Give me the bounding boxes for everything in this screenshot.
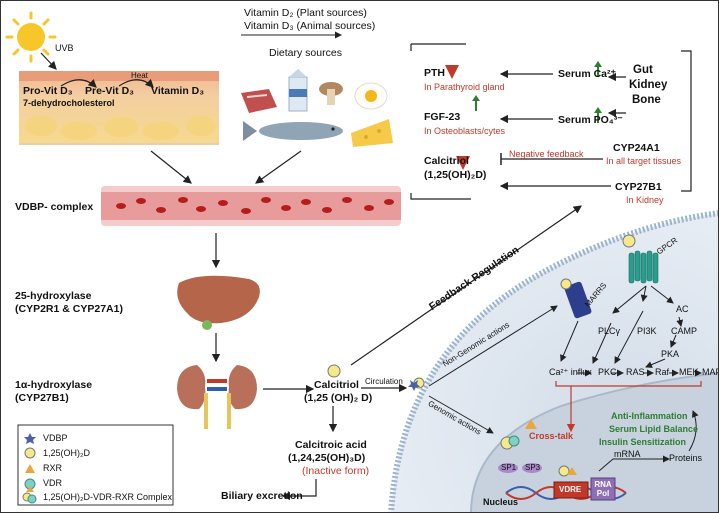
mushroom-icon [319,82,343,105]
calcitriol-formula: (1,25 (OH)₂ D) [304,392,373,404]
legend-complex: 1,25(OH)₂D-VDR-RXR Complex [43,492,173,502]
pka-label: PKA [661,349,680,359]
meat-icon [241,89,277,113]
biliary-excretion-label: Biliary excretion [221,490,303,502]
egg-icon [354,82,388,110]
effect-insulin: Insulin Sensitization [599,437,687,447]
vdbp-complex-label: VDBP- complex [15,201,94,213]
skin-layer [19,71,219,145]
cascade-ca-influx: Ca²⁺ influx [549,367,592,377]
legend-rxr: RXR [43,463,63,473]
marrs-receptor-icon [564,281,592,319]
inactive-form-label: (Inactive form) [302,465,370,477]
legend-vdbp: VDBP [43,433,68,443]
feedback-calcitriol-label: Calcitriol [424,155,469,167]
legend-box [17,424,174,506]
cyp24a1-label: CYP24A1 [613,142,660,154]
milk-icon [288,69,308,112]
gpcr-receptor-icon [628,250,659,284]
legend-calcitriol: 1,25(OH)₂D [43,448,91,458]
circulation-label: Circulation [365,377,403,386]
fgf23-label: FGF-23 [424,111,461,123]
provit-label: Pro-Vit D₃ [23,85,73,97]
fish-icon [243,121,343,141]
dehydro-label: 7-dehydrocholesterol [23,98,115,108]
hydroxylase1a-line1: 1α-hydroxylase [15,379,93,391]
ac-label: AC [676,304,689,314]
feedback-calcitriol-formula: (1,25(OH)₂D) [424,169,487,181]
plc-label: PLCγ [598,326,621,336]
pth-site-label: In Parathyroid gland [424,82,505,92]
rna-pol-box [590,477,616,501]
negative-feedback-label: Negative feedback [509,149,584,159]
sp1-oval [498,463,518,473]
vdre-box [553,481,589,499]
cyp27b1-label: CYP27B1 [615,181,662,193]
kidneys-icon [177,365,257,429]
calcitroic-formula: (1,24,25(OH)₃D) [288,452,366,464]
calcitriol-molecule-icon [327,364,341,378]
bone-label: Bone [632,94,661,106]
serum-po4-label: Serum PO₄³⁻ [558,114,623,126]
sp1-label: SP1 [501,463,517,472]
proteins-label: Proteins [669,453,703,463]
mrna-label: mRNA [614,449,641,459]
effect-serum-lipid: Serum Lipid Balance [609,424,699,434]
camp-label: CAMP [671,326,698,336]
fgf-site-label: In Osteoblasts/cytes [424,126,506,136]
calcitriol-label: Calcitriol [314,379,359,391]
cascade-mek: MEK [679,367,699,377]
legend-star-icon [24,433,36,444]
nucleus [470,372,718,512]
nucleus-label: Nucleus [483,497,519,507]
vitd3-skin-label: Vitamin D₃ [151,85,205,97]
uvb-label: UVB [55,43,74,53]
sp3-label: SP3 [525,463,541,472]
effect-anti-inflammation: Anti-Inflammation [611,411,688,421]
hydroxylase25-line2: (CYP2R1 & CYP27A1) [15,303,123,315]
cascade-ras: RAS [626,367,645,377]
calcitroic-label: Calcitroic acid [295,439,367,451]
blood-vessel [101,186,401,226]
legend-vdr: VDR [43,478,63,488]
previt-label: Pre-Vit D₃ [85,85,135,97]
hydroxylase1a-line2: (CYP27B1) [15,392,69,404]
gut-label: Gut [633,64,653,76]
pi3k-label: PI3K [637,326,657,336]
cheese-icon [351,119,393,147]
hydroxylase25-line1: 25-hydroxylase [15,290,92,302]
serum-ca-label: Serum Ca²⁺ [558,68,617,80]
vitd2-source-label: Vitamin D₂ (Plant sources) [244,7,367,19]
cyp24a1-site-label: In all target tissues [606,156,682,166]
sun-icon [5,11,57,63]
cascade-mapk: MAPK [702,367,718,377]
crosstalk-label: Cross-talk [529,431,574,441]
dietary-sources-label: Dietary sources [269,47,342,59]
kidney-label: Kidney [629,79,668,91]
cyp27b1-site-label: In Kidney [626,195,664,205]
cascade-pkc: PKC [598,367,617,377]
vitd3-source-label: Vitamin D₃ (Animal sources) [244,20,376,32]
liver-icon [177,275,260,330]
sp3-oval [522,463,542,473]
rna-pol-label: RNA Pol [594,480,612,498]
vdre-label: VDRE [559,485,582,494]
cascade-raf: Raf [655,367,670,377]
pth-label: PTH [424,67,445,79]
heat-label: Heat [131,71,148,80]
